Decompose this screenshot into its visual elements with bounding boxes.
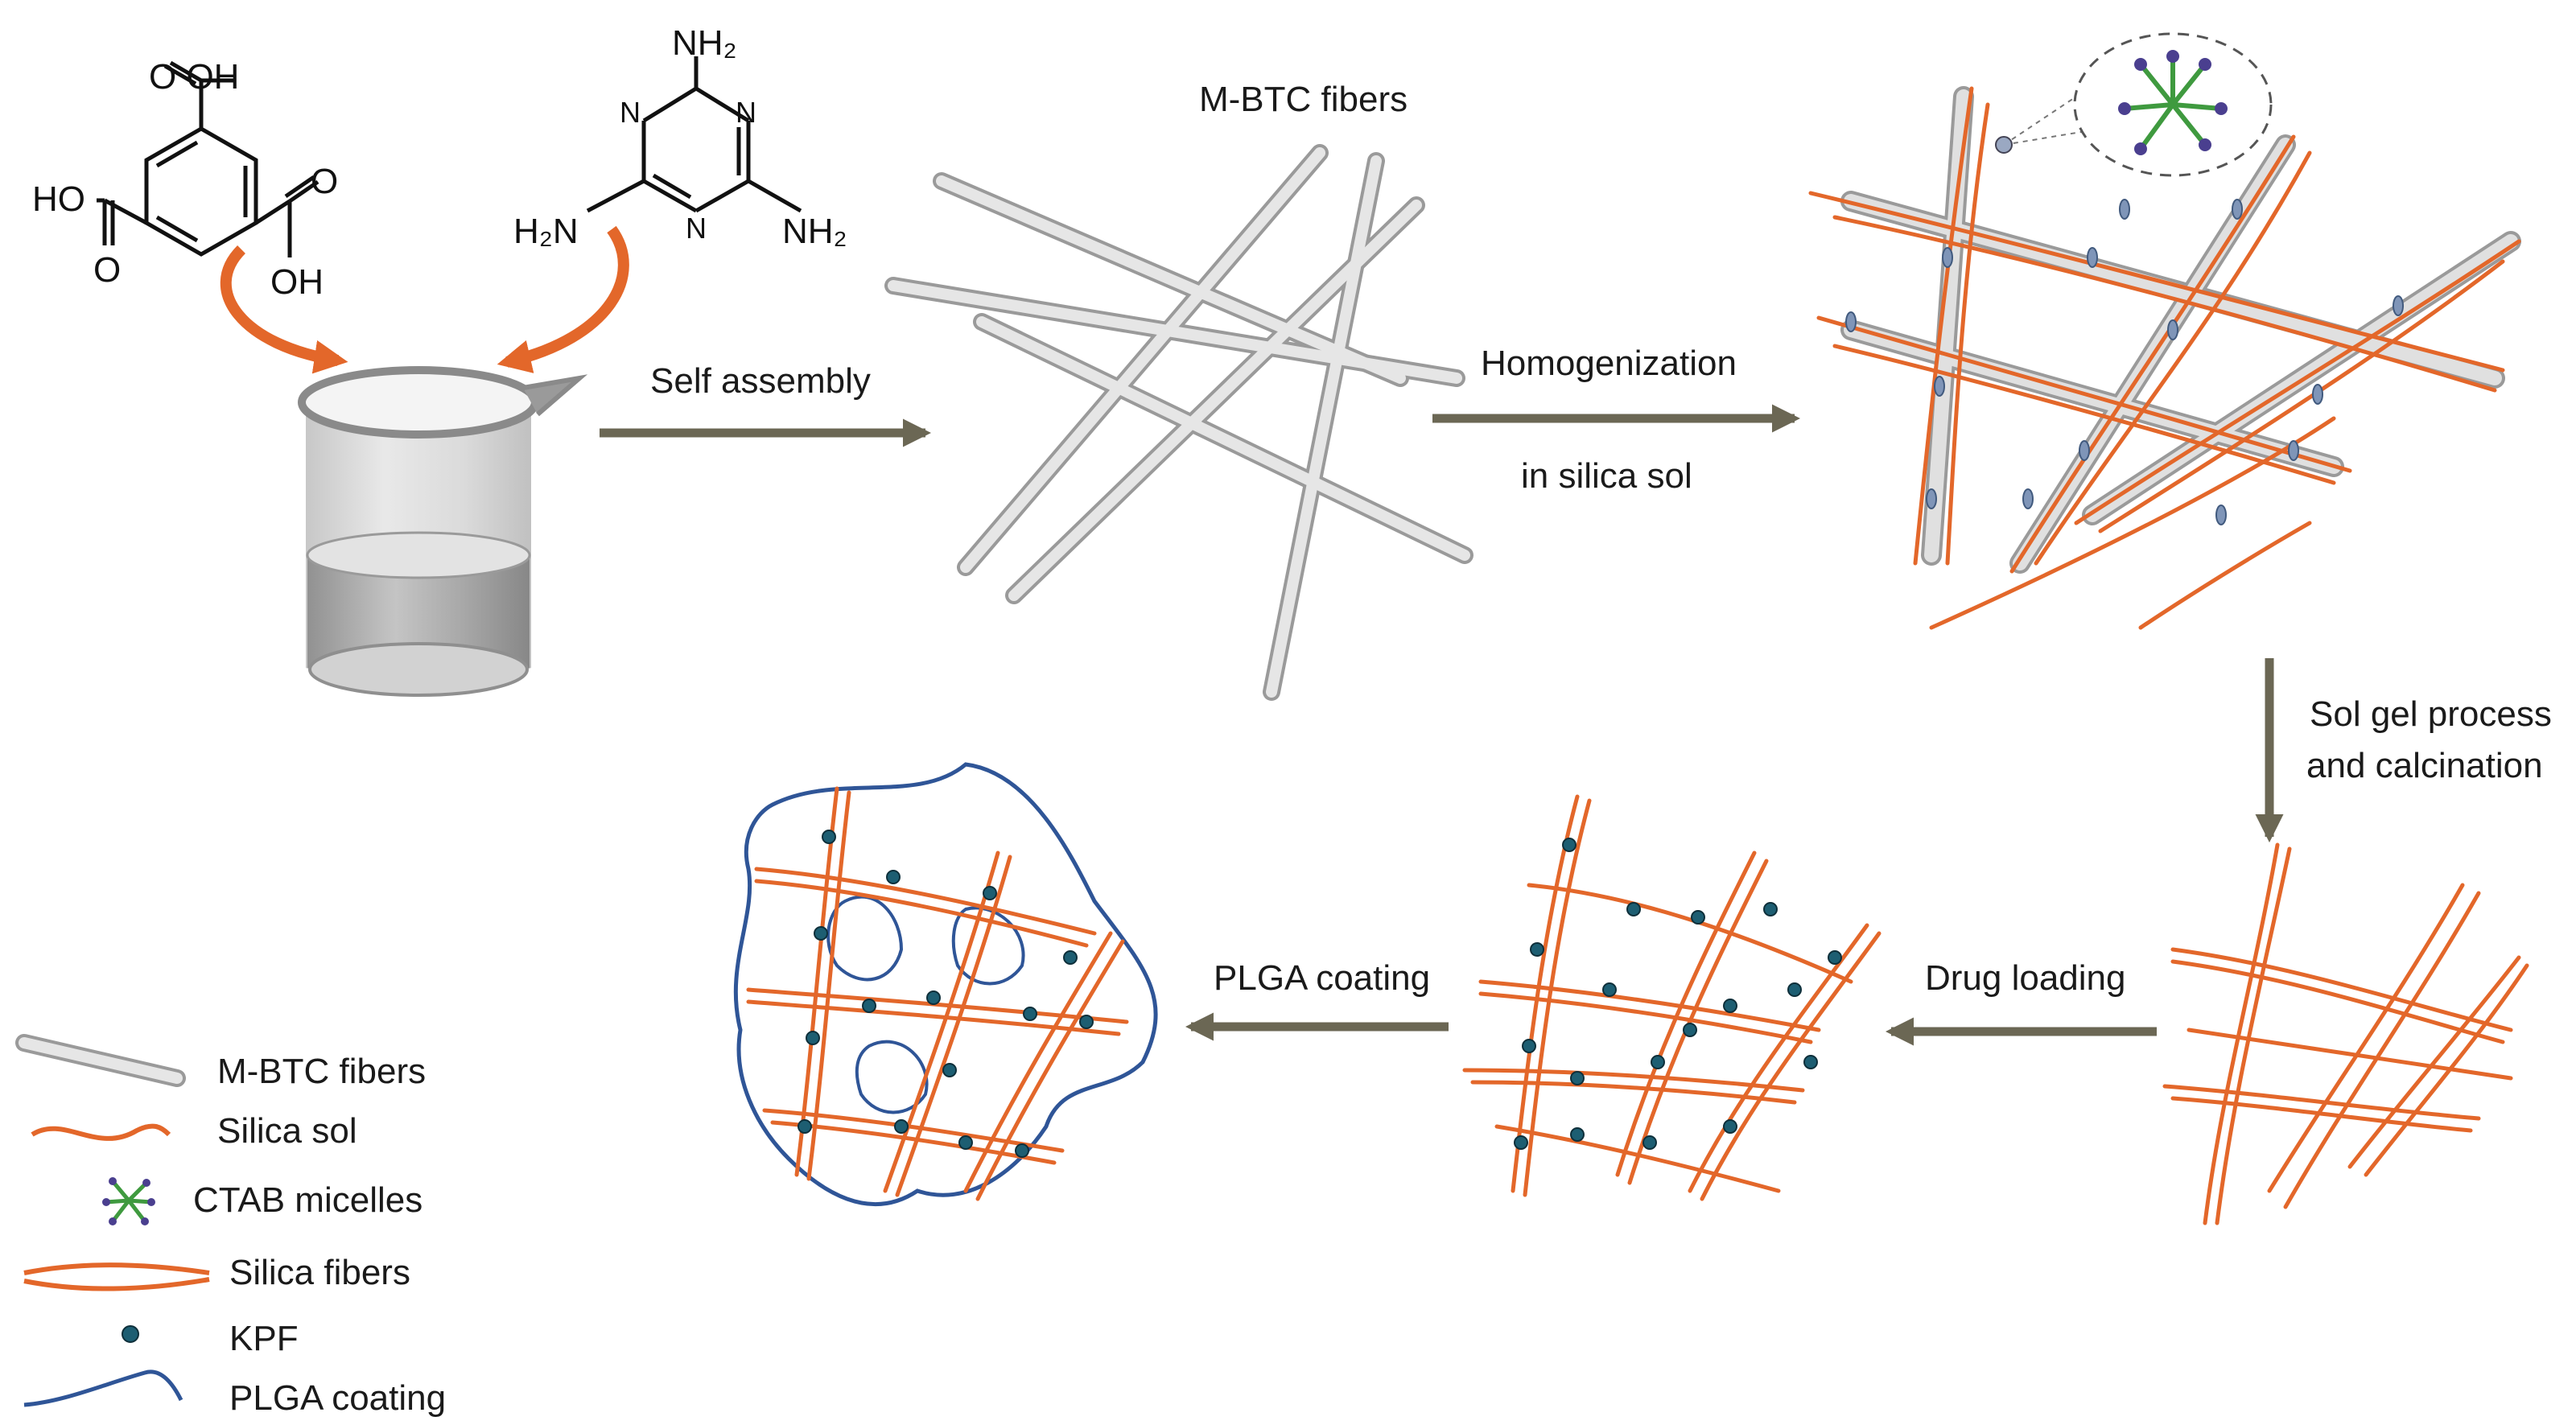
btc-label-oh-top: O OH (149, 57, 239, 97)
legend-label-plga: PLGA coating (229, 1378, 446, 1418)
legend: M-BTC fibers Silica sol CTAB micelles (15, 1034, 446, 1418)
beaker-icon (298, 366, 588, 697)
btc-molecule (97, 60, 319, 257)
grey-rod-icon (15, 1034, 186, 1087)
melamine-label-n3: N (686, 212, 707, 245)
label-in-silica-sol: in silica sol (1521, 456, 1692, 496)
legend-label-silica-sol: Silica sol (217, 1111, 357, 1151)
btc-label-ho-left: HO (32, 179, 85, 219)
legend-label-kpf: KPF (229, 1319, 299, 1358)
legend-label-ctab: CTAB micelles (193, 1180, 422, 1220)
curved-arrow-btc (220, 245, 348, 374)
btc-label-oh-bottom: OH (270, 262, 324, 302)
btc-label-o-left: O (93, 250, 121, 290)
label-drug-loading: Drug loading (1925, 958, 2126, 998)
mbtc-fibers-group (884, 144, 1473, 701)
legend-label-mbtc: M-BTC fibers (217, 1052, 426, 1091)
legend-label-silica-fibers: Silica fibers (229, 1253, 410, 1292)
melamine-label-nh2-right: NH₂ (782, 212, 847, 251)
label-plga-coating: PLGA coating (1214, 958, 1430, 998)
ctab-zoom-bubble (1995, 32, 2273, 177)
melamine-label-n2: N (736, 96, 756, 129)
green-star-icon (102, 1177, 155, 1225)
label-self-assembly: Self assembly (650, 361, 871, 401)
orange-wave-icon (31, 1123, 171, 1141)
calcined-silica-fibers (2162, 842, 2529, 1225)
melamine-label-h2n-left: H₂N (513, 212, 579, 251)
drug-loaded-fibers (1462, 794, 1882, 1201)
btc-label-o-bottom: O (311, 162, 338, 201)
label-sol-gel-2: and calcination (2306, 746, 2543, 785)
teal-dot-icon (122, 1325, 139, 1343)
curved-arrow-melamine (497, 225, 629, 373)
plga-coated-fibers (733, 762, 1158, 1206)
melamine-label-nh2-top: NH₂ (672, 23, 737, 63)
blue-wave-icon (23, 1369, 183, 1407)
label-homogenization: Homogenization (1481, 344, 1737, 383)
melamine-label-n1: N (620, 96, 641, 129)
label-mbtc-fibers-top: M-BTC fibers (1199, 80, 1408, 119)
orange-fiber-icon (23, 1262, 210, 1291)
melamine-molecule (586, 56, 802, 213)
label-sol-gel-1: Sol gel process (2310, 694, 2552, 734)
silica-sol-fiber-mesh (1808, 86, 2521, 630)
